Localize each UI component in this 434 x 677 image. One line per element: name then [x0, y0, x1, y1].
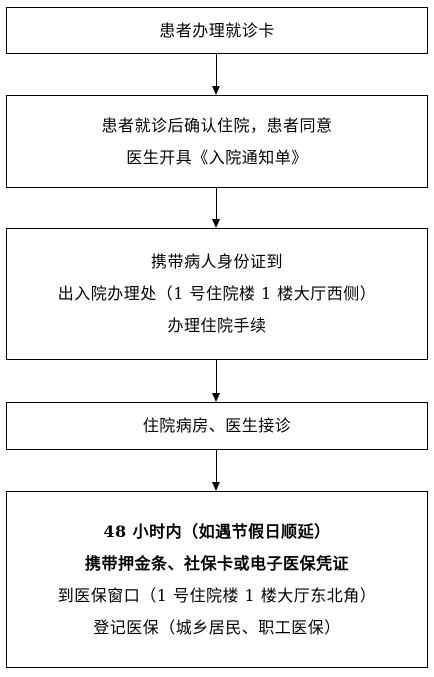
step-4-line-1: 住院病房、医生接诊 [142, 416, 292, 435]
step-3-line-3: 办理住院手续 [167, 316, 267, 335]
step-2-box: 患者就诊后确认住院，患者同意 医生开具《入院通知单》 [6, 95, 428, 188]
step-3-line-2: 出入院办理处（1 号住院楼 1 楼大厅西侧） [57, 284, 377, 303]
step-5-line-3: 到医保窗口（1 号住院楼 1 楼大厅东北角） [57, 585, 377, 605]
arrow-2-to-3 [212, 188, 220, 228]
arrow-1-to-2 [212, 54, 220, 95]
arrow-4-to-5 [212, 450, 220, 491]
arrow-3-to-4 [212, 360, 220, 402]
step-1-box: 患者办理就诊卡 [6, 7, 428, 54]
step-2-line-2: 医生开具《入院通知单》 [126, 147, 308, 167]
step-5-line-1: 48 小时内（如遇节假日顺延） [103, 521, 331, 541]
step-5-line-4: 登记医保（城乡居民、职工医保） [93, 617, 341, 637]
step-4-box: 住院病房、医生接诊 [6, 402, 428, 450]
step-5-line-2: 携带押金条、社保卡或电子医保凭证 [84, 553, 349, 573]
step-3-box: 携带病人身份证到 出入院办理处（1 号住院楼 1 楼大厅西侧） 办理住院手续 [6, 228, 428, 360]
step-5-box: 48 小时内（如遇节假日顺延） 携带押金条、社保卡或电子医保凭证 到医保窗口（1… [6, 491, 428, 668]
step-2-line-1: 患者就诊后确认住院，患者同意 [101, 115, 333, 135]
step-1-line-1: 患者办理就诊卡 [159, 20, 275, 40]
step-3-line-1: 携带病人身份证到 [150, 252, 283, 271]
